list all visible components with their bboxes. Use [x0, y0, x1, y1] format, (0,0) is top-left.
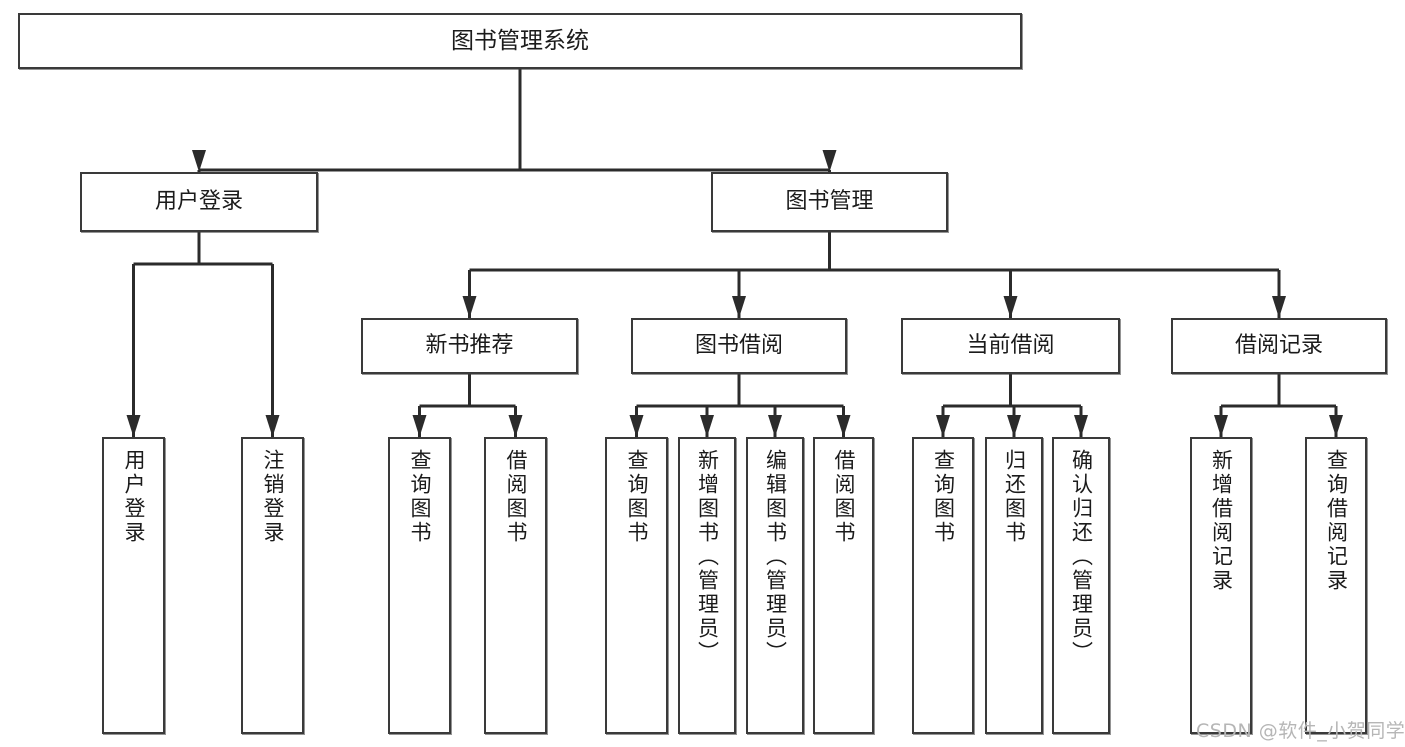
node-leaf-query-book-c[interactable]: 查询图书: [912, 437, 974, 734]
arrow-head-icon: [732, 296, 746, 318]
node-leaf-add-book[interactable]: 新增图书（管理员）: [678, 437, 736, 734]
node-label-leaf-borrow-book-a: 借阅图书: [504, 449, 528, 545]
node-leaf-borrow-book-a[interactable]: 借阅图书: [484, 437, 547, 734]
arrow-head-icon: [265, 415, 280, 437]
csdn-watermark: CSDN @软件_小贺同学: [1196, 720, 1405, 742]
arrow-head-icon: [936, 415, 950, 437]
arrow-head-icon: [1003, 296, 1018, 318]
node-leaf-return-book[interactable]: 归还图书: [985, 437, 1043, 734]
node-label-new-book-recommend: 新书推荐: [425, 332, 514, 358]
arrow-head-icon: [126, 415, 141, 437]
arrow-head-icon: [508, 415, 523, 437]
arrow-head-icon: [700, 415, 714, 437]
node-label-leaf-borrow-book-b: 借阅图书: [832, 449, 856, 545]
node-leaf-query-book-b[interactable]: 查询图书: [605, 437, 668, 734]
node-leaf-borrow-book-b[interactable]: 借阅图书: [813, 437, 874, 734]
node-label-leaf-query-book-a: 查询图书: [408, 449, 432, 545]
arrow-head-icon: [1074, 415, 1088, 437]
arrow-head-icon: [822, 150, 837, 172]
node-leaf-confirm-return[interactable]: 确认归还（管理员）: [1052, 437, 1110, 734]
node-root[interactable]: 图书管理系统: [18, 13, 1022, 69]
node-borrow-record[interactable]: 借阅记录: [1171, 318, 1387, 374]
node-book-borrow[interactable]: 图书借阅: [631, 318, 847, 374]
arrow-head-icon: [1329, 415, 1343, 437]
arrow-head-icon: [1214, 415, 1228, 437]
arrow-head-icon: [412, 415, 427, 437]
arrow-head-icon: [836, 415, 851, 437]
arrow-head-icon: [768, 415, 782, 437]
node-current-borrow[interactable]: 当前借阅: [901, 318, 1120, 374]
node-label-book-borrow: 图书借阅: [694, 332, 783, 358]
node-label-leaf-logout: 注销登录: [261, 449, 285, 545]
node-label-leaf-edit-book: 编辑图书（管理员）: [763, 449, 788, 665]
node-label-borrow-record: 借阅记录: [1234, 332, 1323, 358]
node-label-leaf-user-login: 用户登录: [122, 449, 146, 545]
arrow-head-icon: [1272, 296, 1286, 318]
node-leaf-query-record[interactable]: 查询借阅记录: [1305, 437, 1367, 734]
arrow-head-icon: [462, 296, 477, 318]
node-label-user-login: 用户登录: [154, 188, 243, 214]
node-leaf-user-login[interactable]: 用户登录: [102, 437, 165, 734]
node-label-leaf-query-book-b: 查询图书: [625, 449, 649, 545]
node-label-leaf-query-record: 查询借阅记录: [1324, 449, 1349, 593]
node-new-book-recommend[interactable]: 新书推荐: [361, 318, 578, 374]
node-user-login[interactable]: 用户登录: [80, 172, 318, 232]
node-label-leaf-add-book: 新增图书（管理员）: [695, 449, 720, 665]
arrow-head-icon: [629, 415, 644, 437]
node-label-leaf-query-book-c: 查询图书: [931, 449, 956, 545]
node-label-leaf-return-book: 归还图书: [1002, 449, 1027, 545]
node-label-leaf-add-record: 新增借阅记录: [1209, 449, 1234, 593]
arrow-head-icon: [192, 150, 206, 172]
node-label-book-manage: 图书管理: [785, 188, 874, 214]
node-label-current-borrow: 当前借阅: [966, 332, 1055, 358]
node-leaf-add-record[interactable]: 新增借阅记录: [1190, 437, 1252, 734]
arrow-head-icon: [1007, 415, 1021, 437]
node-leaf-query-book-a[interactable]: 查询图书: [388, 437, 451, 734]
node-label-root: 图书管理系统: [451, 27, 589, 54]
node-leaf-logout[interactable]: 注销登录: [241, 437, 304, 734]
node-label-leaf-confirm-return: 确认归还（管理员）: [1069, 449, 1094, 665]
node-book-manage[interactable]: 图书管理: [711, 172, 948, 232]
node-leaf-edit-book[interactable]: 编辑图书（管理员）: [746, 437, 804, 734]
